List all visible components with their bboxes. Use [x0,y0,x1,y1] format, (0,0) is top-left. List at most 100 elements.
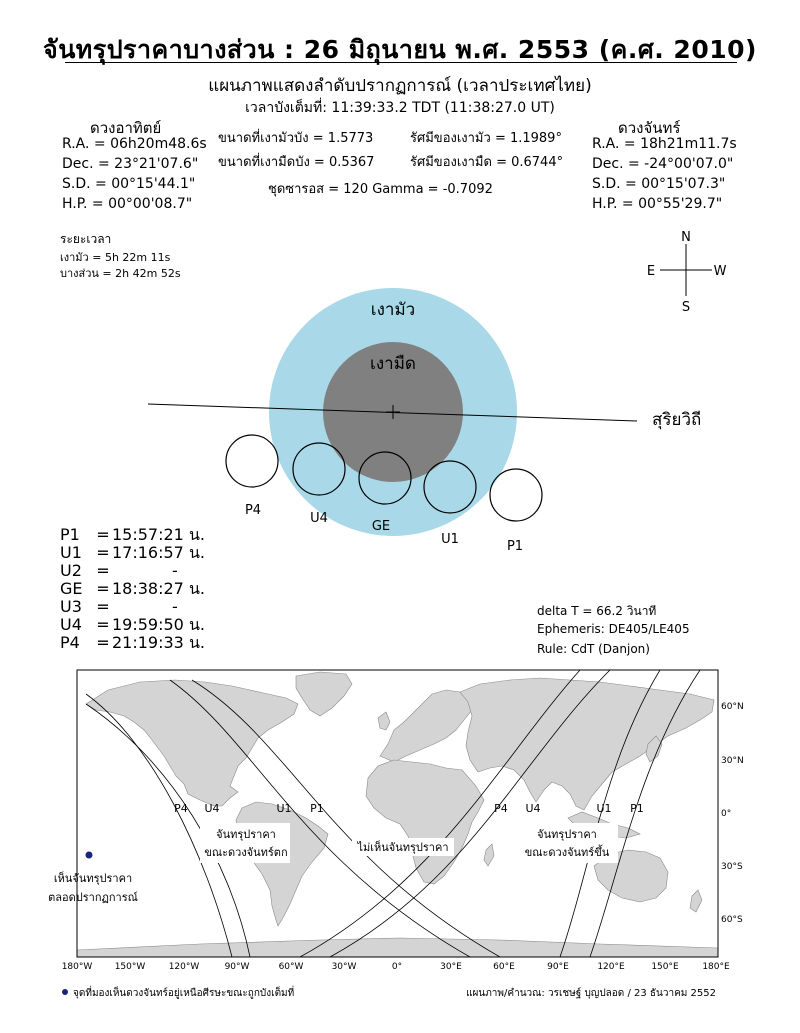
contact-label: U2 [60,561,82,580]
sun-ra: R.A. = 06h20m48.6s [62,136,207,152]
continents [77,671,718,957]
compass-north: N [681,230,691,245]
all-visible-label-line1: เห็นจันทรุปราคา [54,871,132,885]
moon-hp: H.P. = 00°55'29.7" [592,196,723,212]
moonrise-label-bg [520,823,618,863]
lon-label: 60°E [493,962,515,972]
subtitle: แผนภาพแสดงลำดับปรากฏการณ์ (เวลาประเทศไทย… [208,76,592,96]
greenland [295,671,353,717]
lon-label: 0° [392,962,402,972]
penumbral-magnitude: ขนาดที่เงามัวบัง = 1.5773 [218,131,374,146]
lat-label: 0° [721,809,731,819]
moon-position-u1 [423,460,477,514]
lon-label: 180°W [62,962,93,972]
map-latitude-labels: 60°N 30°N 0° 30°S 60°S [721,702,744,925]
moon-heading: ดวงจันทร์ [618,119,681,137]
contact-row-u4: U4=19:59:50 น. [60,615,222,635]
penumbral-radius: รัศมีของเงามัว = 1.1989° [410,131,562,146]
map-longitude-labels: 180°W 150°W 120°W 90°W 60°W 30°W 0° 30°E… [62,962,730,972]
lon-label: 180°E [702,962,730,972]
moon-label-u1: U1 [441,532,459,547]
moon-label-p1: P1 [507,539,523,554]
contact-row-u3: U3=- [60,597,282,617]
contact-label: U4 [60,615,82,634]
contact-label: GE [60,579,83,598]
contact-label: P4 [60,633,80,652]
moon-position-u4 [292,442,346,496]
moonrise-label-line1: จันทรุปราคา [537,828,597,841]
moon-sd: S.D. = 00°15'07.3" [592,176,726,192]
moon-position-p4 [225,434,279,488]
moon-label-ge: GE [372,519,390,534]
credit-text: แผนภาพ/คำนวณ: วรเชษฐ์ บุญปลอด / 23 ธันวา… [466,987,716,999]
map-label-u4-east: U4 [525,802,540,815]
contact-value: 19:59:50 น. [112,615,205,634]
umbral-radius: รัศมีของเงามืด = 0.6744° [410,155,564,170]
penumbra-label: เงามัว [371,300,415,320]
contact-row-u2: U2=- [60,561,282,581]
contact-value: - [172,561,178,580]
lon-label: 90°E [547,962,569,972]
moonrise-label-line2: ขณะดวงจันทร์ขึ้น [525,844,610,859]
curve-p1-east [589,670,701,957]
lon-label: 150°E [651,962,679,972]
contact-row-p4: P4=21:19:33 น. [60,633,222,653]
moonset-label-line2: ขณะดวงจันทร์ตก [204,846,287,859]
contact-row-ge: GE=18:38:27 น. [60,579,222,599]
antarctica [77,937,718,957]
moon-dec: Dec. = -24°00'07.0" [592,156,734,172]
moon-position-p1 [489,468,543,522]
contact-value: 15:57:21 น. [112,525,205,544]
contact-label: P1 [60,525,80,544]
curve-u4-east [329,670,611,957]
umbral-magnitude: ขนาดที่เงามืดบัง = 0.5367 [218,155,375,170]
contact-value: 17:16:57 น. [112,543,205,562]
not-visible-label-bg [352,838,454,856]
lon-label: 60°W [279,962,304,972]
map-label-u1-west: U1 [276,802,291,815]
lon-label: 150°W [115,962,146,972]
map-label-u1-east: U1 [596,802,611,815]
map-label-u4-west: U4 [204,802,219,815]
duration-penumbral: เงามัว = 5h 22m 11s [60,251,171,264]
duration-partial: บางส่วน = 2h 42m 52s [60,267,181,280]
moon-ra: R.A. = 18h21m11.7s [592,136,737,152]
saros-gamma: ชุดซารอส = 120 Gamma = -0.7092 [268,182,493,197]
zenith-point [85,851,93,859]
lon-label: 30°E [440,962,462,972]
map-border [76,669,719,958]
map-contact-labels: P4 U4 U1 P1 P4 U4 U1 P1 [174,802,644,815]
lat-label: 60°S [721,915,743,925]
curve-u1-east [559,670,661,957]
zenith-legend-text: จุดที่มองเห็นดวงจันทร์อยู่เหนือศีรษะขณะถ… [73,985,294,999]
umbra-label: เงามืด [370,354,416,374]
curve-u4-west [85,703,251,957]
compass-east: E [647,264,655,279]
africa [365,759,485,885]
contact-row-u1: U1=17:16:57 น. [60,543,222,563]
all-visible-label-line2: ตลอดปรากฏการณ์ [48,891,138,904]
japan [645,735,663,763]
contact-value: - [172,597,178,616]
moon-label-p4: P4 [245,503,261,518]
contact-row-p1: P1=15:57:21 น. [60,525,222,545]
asia [459,677,715,811]
sun-hp: H.P. = 00°00'08.7" [62,196,193,212]
map-label-p4-east: P4 [494,802,508,815]
compass-south: S [682,300,690,315]
title-divider [65,62,737,63]
uk [377,711,391,731]
moon-label-u4: U4 [310,511,328,526]
moonset-label-line1: จันทรุปราคา [216,828,276,841]
eclipse-diagram: N S E W เงามัว เงามืด สุริยวิถี P4 U4 GE… [147,230,727,554]
curve-p1-west [191,679,501,957]
lon-label: 30°W [332,962,357,972]
danjon-rule: Rule: CdT (Danjon) [537,642,650,656]
lon-label: 90°W [225,962,250,972]
lon-label: 120°W [169,962,200,972]
lon-label: 120°E [597,962,625,972]
greatest-eclipse-time: เวลาบังเต็มที่: 11:39:33.2 TDT (11:38:27… [245,100,555,116]
lat-label: 30°N [721,756,744,766]
delta-t: delta T = 66.2 วินาที [537,604,657,618]
map-label-p4-west: P4 [174,802,188,815]
